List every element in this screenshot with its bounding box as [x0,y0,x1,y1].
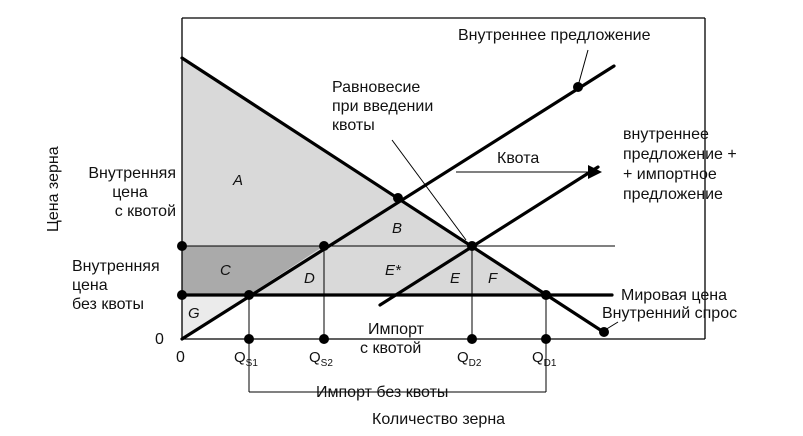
axes [181,17,706,340]
point-demand-world [541,290,551,300]
supply-plus-import-curve [378,165,600,307]
label-qs1: QS1 [234,349,258,369]
label-qs2: QS2 [309,349,333,369]
point-qs1 [244,334,254,344]
label-qd2: QD2 [457,349,482,369]
label-domestic-demand: Внутренний спрос [602,305,737,322]
label-price-without-quota-1: Внутренняя [72,258,160,275]
quantity-labels: QS1 QS2 QD2 QD1 [234,349,557,369]
label-price-with-quota-1: Внутренняя [88,165,176,182]
label-origin-y: 0 [155,331,164,348]
region-g: G [188,305,200,322]
quota-arrowhead [588,165,602,179]
region-e: E [450,270,461,287]
region-b: B [392,220,402,237]
label-domestic-supply: Внутреннее предложение [458,27,651,44]
region-c: C [220,262,231,279]
text-labels: Внутреннее предложение Равновесие при вв… [45,27,737,428]
point-qs2 [319,334,329,344]
region-a: A [232,172,243,189]
label-equilibrium-2: при введении [332,98,433,115]
label-import-with-quota-2: с квотой [360,340,421,357]
region-f: F [488,270,498,287]
label-supply-plus-2: предложение + [623,146,737,163]
domestic-demand-curve [180,56,607,335]
point-qd2 [467,334,477,344]
label-price-with-quota-2: цена [112,184,148,201]
label-import-without-quota: Импорт без квоты [316,384,448,401]
point-equilibrium [467,241,477,251]
label-x-axis: Количество зерна [372,411,505,428]
label-price-with-quota-3: с квотой [115,203,176,220]
label-supply-plus-1: внутреннее [623,126,709,143]
label-qd1: QD1 [532,349,557,369]
label-equilibrium-1: Равновесие [332,79,420,96]
label-y-axis: Цена зерна [45,146,62,232]
region-e-star: E* [385,262,402,279]
point-supply-quota [319,241,329,251]
points [177,82,609,344]
point-intersection [393,193,403,203]
region-d: D [304,270,315,287]
point-supply-world [244,290,254,300]
label-price-without-quota-2: цена [72,277,108,294]
label-import-with-quota-1: Импорт [368,321,425,338]
label-price-without-quota-3: без квоты [72,296,144,313]
equilibrium-pointer [391,139,467,241]
point-supply-label [573,82,583,92]
point-demand-end [599,327,609,337]
point-price-with-quota [177,241,187,251]
label-supply-plus-3: + импортное [623,166,717,183]
label-equilibrium-3: квоты [332,117,375,134]
label-origin-x: 0 [176,349,185,366]
point-price-without-quota [177,290,187,300]
region-labels: A B C D E* E F G [188,172,498,322]
supply-label-pointer [577,49,589,87]
area-c [182,246,324,295]
label-supply-plus-4: предложение [623,186,723,203]
point-qd1 [541,334,551,344]
label-world-price: Мировая цена [621,287,727,304]
label-quota: Квота [497,150,539,167]
